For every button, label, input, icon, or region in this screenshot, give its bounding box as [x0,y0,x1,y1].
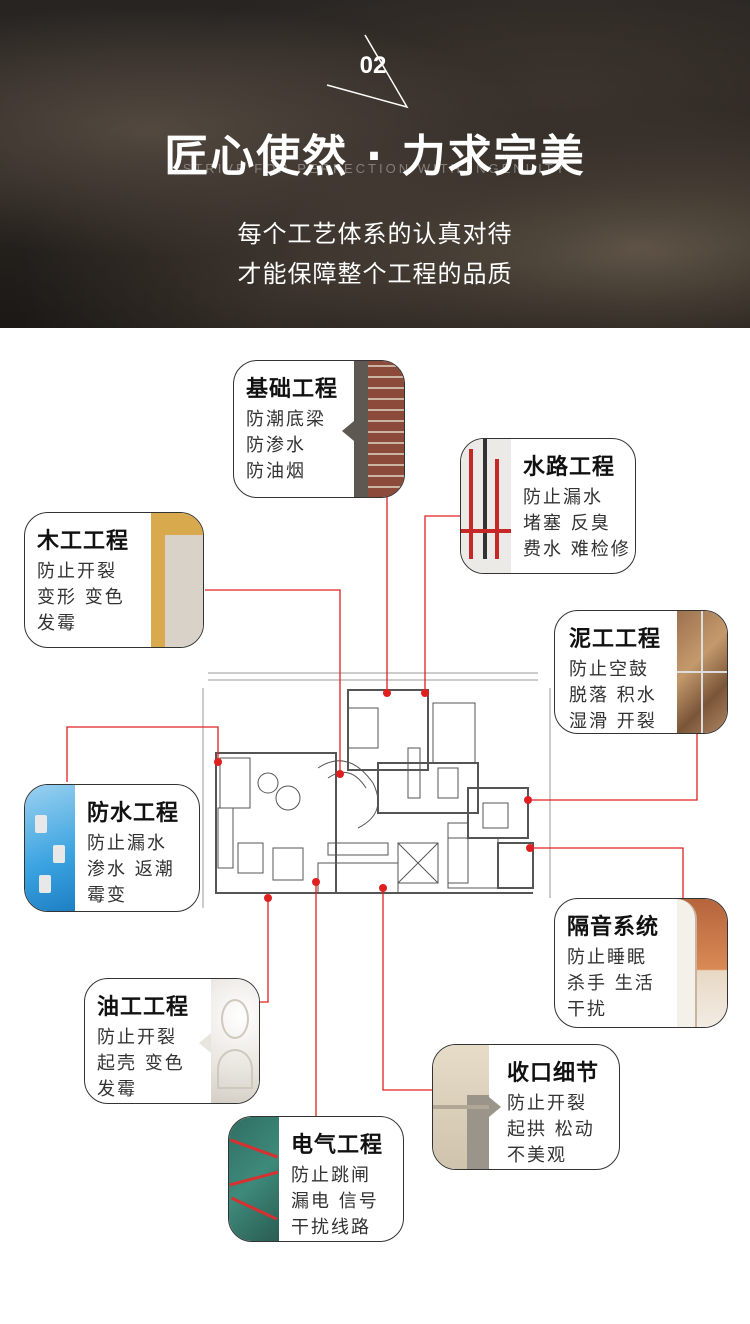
card-title: 油工工程 [97,995,190,1020]
card-line: 起拱 松动 [507,1119,595,1140]
card-line: 防止漏水 [87,833,167,854]
card-line: 发霉 [37,613,77,634]
card-line: 防止漏水 [523,487,603,508]
card-soundproof: 隔音系统 防止睡眠 杀手 生活 干扰 [554,898,728,1028]
water-pipes-image [461,439,511,573]
card-line: 防止跳闸 [291,1165,371,1186]
card-title: 电气工程 [291,1133,384,1158]
electrical-wiring-image [229,1117,279,1241]
brick-wall-image [354,361,404,497]
hero-subtitle-en: STRIVE FOR PERFECTION WITH INGENUITY [182,161,568,176]
card-line: 防止开裂 [97,1027,177,1048]
card-line: 干扰 [567,999,607,1020]
hero-title: 匠心使然 · 力求完美 [164,131,586,182]
wood-board-image [151,513,203,647]
card-line: 防止睡眠 [567,947,647,968]
waterproof-image [25,785,75,911]
card-line: 渗水 返潮 [87,859,175,880]
card-line: 变形 变色 [37,587,125,608]
card-line: 杀手 生活 [567,973,655,994]
card-line: 防渗水 [246,435,306,456]
card-water: 水路工程 防止漏水 堵塞 反臭 费水 难检修 [460,438,636,574]
card-line: 霉变 [87,885,127,906]
hero-line-1: 每个工艺体系的认真对待 [237,220,513,248]
card-line: 费水 难检修 [523,539,631,560]
hero-line-2: 才能保障整个工程的品质 [237,260,513,288]
plaster-moulding-image [211,979,259,1103]
corner-trim-image [433,1045,489,1169]
card-line: 干扰线路 [291,1217,371,1238]
card-line: 防止开裂 [507,1093,587,1114]
card-title: 隔音系统 [567,915,660,940]
card-line: 起壳 变色 [97,1053,185,1074]
card-line: 不美观 [507,1145,567,1166]
card-waterproof: 防水工程 防止漏水 渗水 返潮 霉变 [24,784,200,912]
card-line: 漏电 信号 [291,1191,379,1212]
card-line: 堵塞 反臭 [523,513,611,534]
card-line: 防止空鼓 [569,659,649,680]
hero-banner: 02 STRIVE FOR PERFECTION WITH INGENUITY … [0,0,750,328]
card-line: 防止开裂 [37,561,117,582]
card-line: 防油烟 [246,461,306,482]
card-title: 泥工工程 [569,627,662,652]
card-title: 水路工程 [523,455,616,480]
card-carpentry: 木工工程 防止开裂 变形 变色 发霉 [24,512,204,648]
number-badge-shape [326,34,409,109]
tile-floor-image [677,611,727,733]
interior-wall-image [677,899,727,1027]
card-title: 木工工程 [37,529,130,554]
card-electric: 电气工程 防止跳闸 漏电 信号 干扰线路 [228,1116,404,1242]
floor-plan-diagram [202,672,551,908]
card-finish: 收口细节 防止开裂 起拱 松动 不美观 [432,1044,620,1170]
card-line: 防潮底梁 [246,409,326,430]
card-line: 湿滑 开裂 [569,711,657,732]
card-title: 收口细节 [507,1061,600,1086]
card-line: 脱落 积水 [569,685,657,706]
card-masonry: 泥工工程 防止空鼓 脱落 积水 湿滑 开裂 [554,610,728,734]
card-title: 防水工程 [87,801,180,826]
card-paint: 油工工程 防止开裂 起壳 变色 发霉 [84,978,260,1104]
card-foundation: 基础工程 防潮底梁 防渗水 防油烟 [233,360,405,498]
card-line: 发霉 [97,1079,137,1100]
card-title: 基础工程 [246,377,339,402]
section-number: 02 [359,52,387,79]
